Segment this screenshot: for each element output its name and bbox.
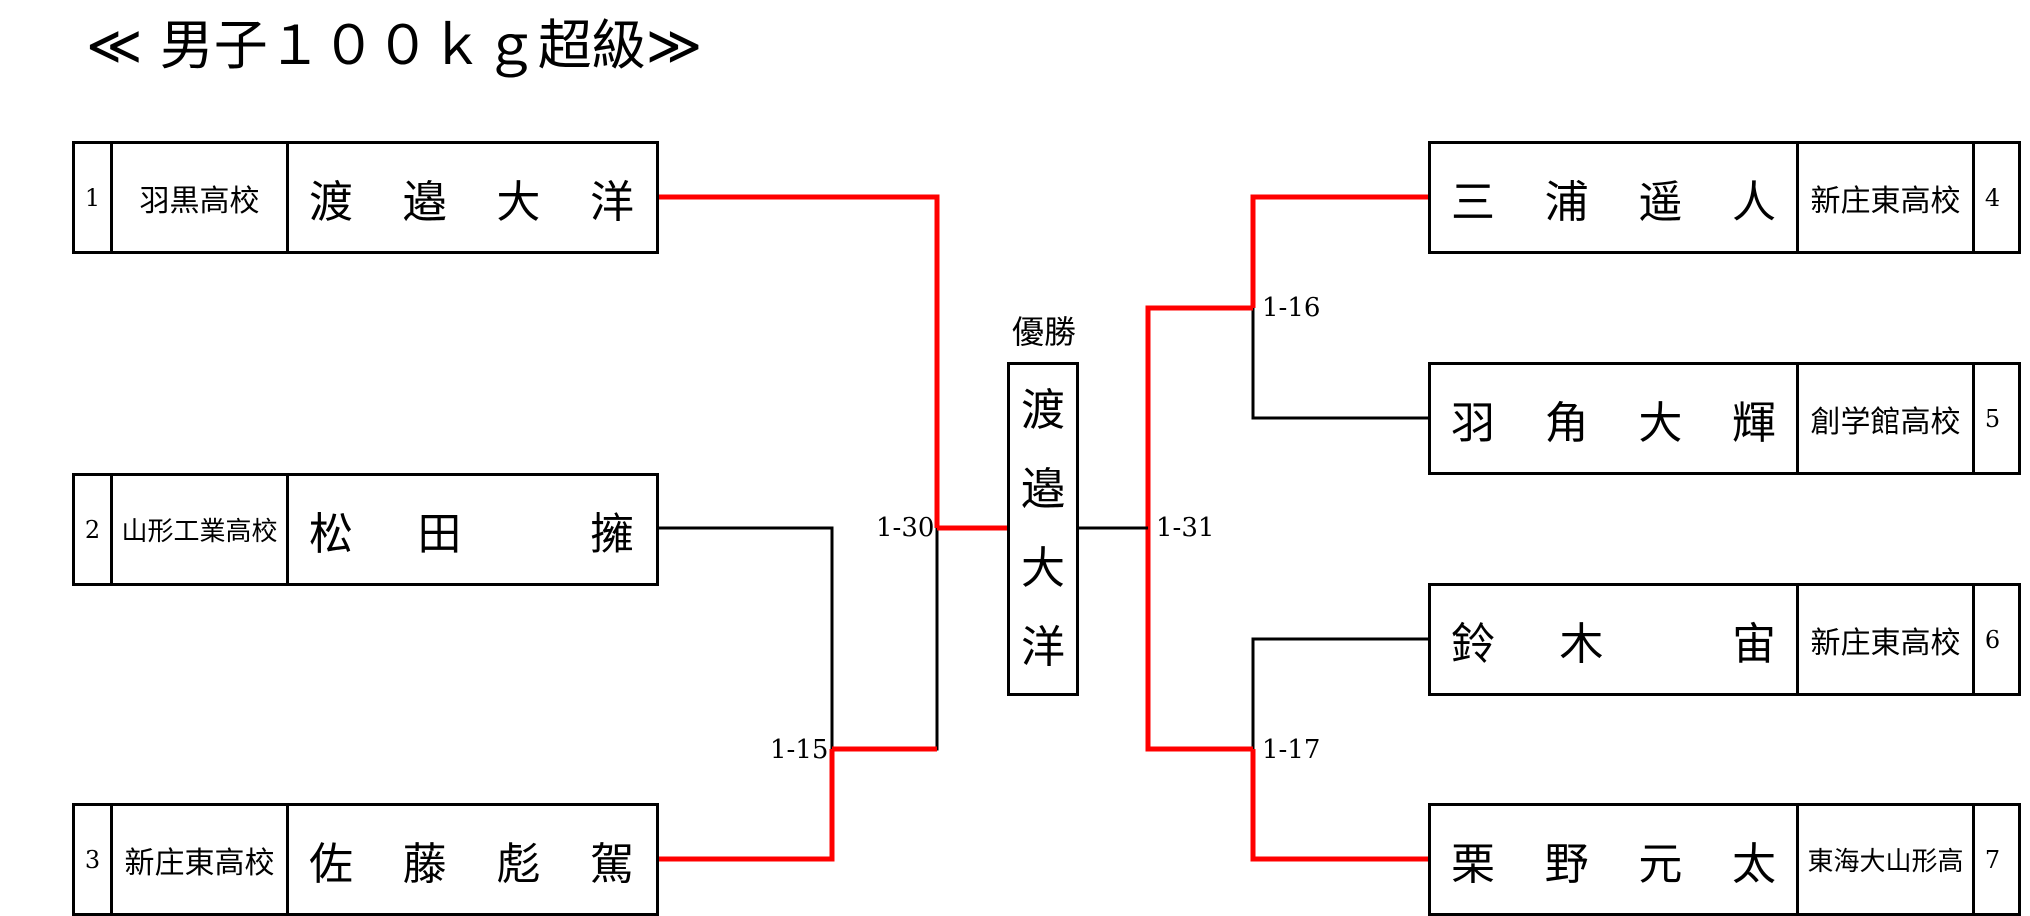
athlete-name: 鈴木宙 (1451, 618, 1776, 670)
entry-seed-4: 三浦遥人 新庄東高校 4 (1428, 141, 2021, 254)
line-seed1-to-final (659, 194, 940, 528)
entry-seed-2: 2 山形工業高校 松田擁 (72, 473, 659, 586)
entry-seed-5: 羽角大輝 創学館高校 5 (1428, 362, 2021, 475)
athlete-name: 渡邉大洋 (309, 176, 634, 228)
seed-number: 1 (75, 144, 113, 251)
entry-seed-3: 3 新庄東高校 佐藤彪駕 (72, 803, 659, 916)
athlete-name: 羽角大輝 (1451, 397, 1776, 449)
match-label-1-15: 1-15 (770, 735, 829, 765)
line-m17-to-m31 (1145, 528, 1253, 752)
winner-char: 洋 (1021, 621, 1065, 673)
school-name: 新庄東高校 (1796, 144, 1972, 251)
school-name: 山形工業高校 (113, 476, 289, 583)
winner-name-box: 渡 邉 大 洋 (1007, 362, 1079, 696)
page-title: ≪ 男子１００ｋｇ超級≫ (86, 14, 703, 77)
seed-number: 3 (75, 806, 113, 913)
line-seed5-to-m16 (1251, 308, 1428, 420)
entry-seed-7: 栗野元太 東海大山形高 7 (1428, 803, 2021, 916)
line-m16-to-m31 (1145, 305, 1253, 528)
line-seed7-to-m17 (1250, 749, 1428, 862)
winner-char: 邉 (1021, 463, 1065, 515)
entry-seed-6: 鈴木宙 新庄東高校 6 (1428, 583, 2021, 696)
line-m15-to-final (832, 528, 939, 751)
athlete-name: 三浦遥人 (1451, 176, 1776, 228)
athlete-name: 佐藤彪駕 (309, 838, 634, 890)
match-label-1-17: 1-17 (1262, 735, 1321, 765)
school-name: 羽黒高校 (113, 144, 289, 251)
match-label-1-30: 1-30 (876, 513, 935, 543)
school-name: 東海大山形高 (1796, 806, 1972, 913)
line-seed4-to-m16 (1250, 194, 1428, 308)
line-seed2-to-m15 (659, 526, 834, 749)
line-seed6-to-m17 (1251, 637, 1428, 749)
match-label-1-16: 1-16 (1262, 293, 1321, 323)
school-name: 新庄東高校 (113, 806, 289, 913)
seed-number: 7 (1972, 806, 2010, 913)
winner-char: 渡 (1021, 384, 1065, 436)
entry-seed-1: 1 羽黒高校 渡邉大洋 (72, 141, 659, 254)
winner-char: 大 (1021, 542, 1065, 594)
winner-label: 優勝 (1011, 313, 1076, 351)
match-label-1-31: 1-31 (1156, 513, 1215, 543)
seed-number: 6 (1972, 586, 2010, 693)
athlete-name: 松田擁 (309, 508, 634, 560)
seed-number: 2 (75, 476, 113, 583)
seed-number: 5 (1972, 365, 2010, 472)
seed-number: 4 (1972, 144, 2010, 251)
school-name: 創学館高校 (1796, 365, 1972, 472)
athlete-name: 栗野元太 (1451, 838, 1776, 890)
school-name: 新庄東高校 (1796, 586, 1972, 693)
line-seed3-to-m15 (659, 749, 835, 862)
